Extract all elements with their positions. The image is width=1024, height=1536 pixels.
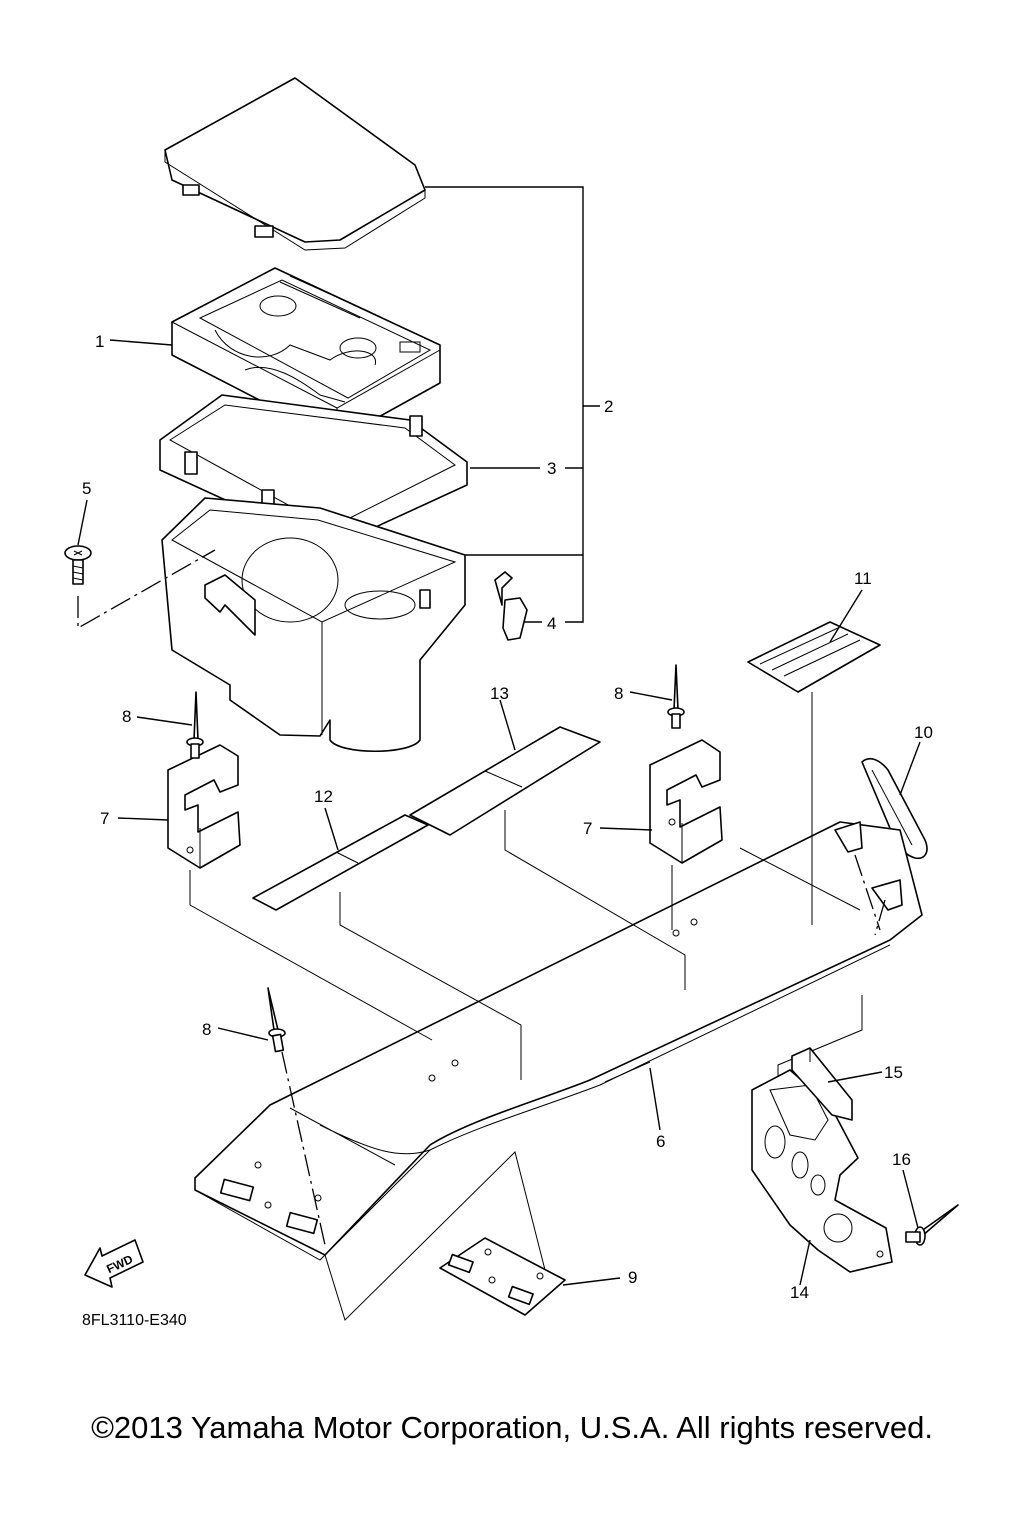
forward-arrow: FWD xyxy=(84,1239,144,1288)
screw-part xyxy=(64,545,216,630)
leader-lines xyxy=(77,339,921,1286)
part-label-14: 14 xyxy=(790,1283,809,1302)
part-label-10: 10 xyxy=(914,723,933,742)
part-label-15: 15 xyxy=(884,1063,903,1082)
bracket-right xyxy=(649,739,723,864)
clip-part xyxy=(494,571,528,641)
pad-part xyxy=(747,621,881,693)
part-label-9: 9 xyxy=(628,1268,637,1287)
part-label-16: 16 xyxy=(892,1150,911,1169)
rivet-right-top xyxy=(667,664,685,729)
part-label-2: 2 xyxy=(604,397,613,416)
part-label-6: 6 xyxy=(656,1132,665,1151)
guide-lines xyxy=(189,692,886,1321)
part-label-11: 11 xyxy=(854,569,872,588)
rivet-left-top xyxy=(186,691,204,759)
part-label-8-right: 8 xyxy=(614,684,623,703)
copyright-notice: ©2013 Yamaha Motor Corporation, U.S.A. A… xyxy=(91,1410,933,1445)
parts-diagram: 1 2 3 4 5 6 7 7 8 8 8 9 10 11 12 13 14 1… xyxy=(64,77,959,1329)
part-label-12: 12 xyxy=(314,787,333,806)
part-label-8-left: 8 xyxy=(122,707,131,726)
block-part xyxy=(791,1047,853,1121)
storage-box-body xyxy=(161,497,466,752)
part-label-4: 4 xyxy=(547,614,556,633)
part-labels: 1 2 3 4 5 6 7 7 8 8 8 9 10 11 12 13 14 1… xyxy=(82,332,933,1302)
storage-box-lid xyxy=(164,77,426,251)
part-label-8-bottom: 8 xyxy=(202,1020,211,1039)
part-label-7-left: 7 xyxy=(100,809,109,828)
part-label-5: 5 xyxy=(82,479,91,498)
diagram-code: 8FL3110-E340 xyxy=(82,1312,187,1329)
rivet-bottom-left xyxy=(267,987,286,1053)
tool-tray xyxy=(171,267,441,441)
rivet-part-16 xyxy=(905,1204,959,1246)
mounting-plate xyxy=(194,821,923,1261)
tape-strip-13 xyxy=(409,726,601,836)
small-plate xyxy=(439,1237,566,1316)
part-label-13: 13 xyxy=(490,684,509,703)
part-label-1: 1 xyxy=(95,332,104,351)
part-label-7-right: 7 xyxy=(583,819,592,838)
bracket-left xyxy=(167,744,241,869)
part-label-3: 3 xyxy=(547,459,556,478)
tape-strip-12 xyxy=(252,814,429,911)
